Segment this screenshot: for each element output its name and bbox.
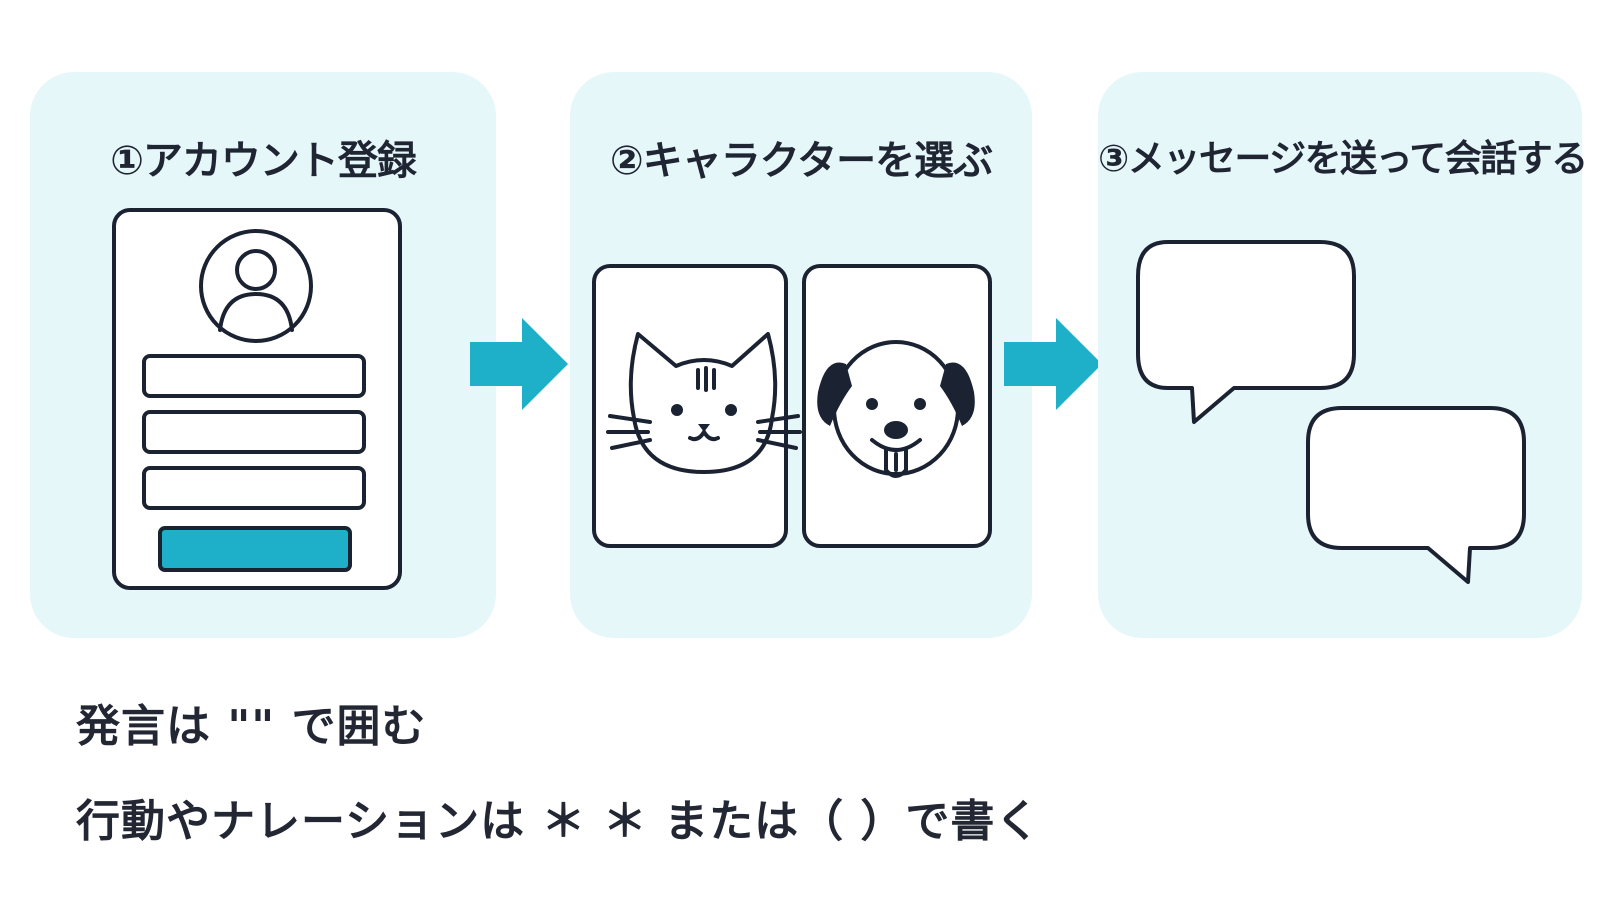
form-field-2	[142, 410, 366, 454]
step-panel-account: ①アカウント登録	[30, 72, 496, 638]
chat-bubble-right	[1306, 406, 1526, 584]
step-title-account: ①アカウント登録	[110, 138, 417, 184]
step-title-chat: ③メッセージを送って会話する	[1098, 137, 1588, 180]
cat-card	[592, 264, 788, 548]
dog-card	[802, 264, 992, 548]
dog-icon	[817, 340, 975, 478]
rule-speech: 発言は "" で囲む	[76, 701, 427, 752]
account-form-icon	[112, 208, 402, 590]
user-icon	[218, 249, 294, 332]
arrow-right-icon	[470, 318, 568, 410]
chat-bubbles-icon	[1136, 240, 1526, 584]
step-title-character: ②キャラクターを選ぶ	[609, 138, 993, 184]
cat-icon	[606, 332, 802, 474]
arrow-right-icon	[1004, 318, 1102, 410]
submit-button-shape	[158, 526, 352, 572]
step-panel-chat: ③メッセージを送って会話する	[1098, 72, 1588, 638]
form-field-3	[142, 466, 366, 510]
step-panel-character: ②キャラクターを選ぶ	[570, 72, 1032, 638]
rule-action: 行動やナレーションは ＊ ＊ または（ ）で書く	[76, 796, 1041, 847]
chat-bubble-left	[1136, 240, 1356, 424]
form-field-1	[142, 354, 366, 398]
character-cards-icon	[592, 264, 992, 548]
avatar-circle	[199, 229, 313, 343]
